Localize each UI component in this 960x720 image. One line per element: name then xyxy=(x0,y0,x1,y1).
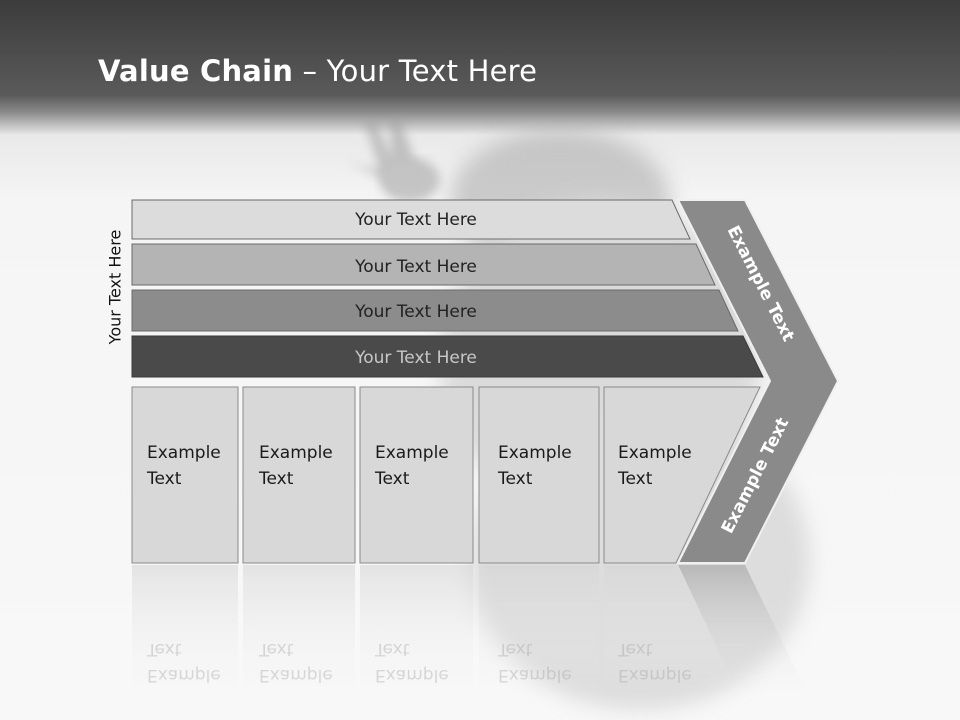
band-3-label: Your Text Here xyxy=(354,302,477,322)
band-1-label: Your Text Here xyxy=(354,210,477,230)
column-5-reflection-line1: Example xyxy=(618,665,692,685)
column-2-reflection-line2: Text xyxy=(259,639,294,659)
column-5-reflection: Example Text xyxy=(618,636,692,688)
band-3 xyxy=(131,289,739,332)
column-2-line2: Text xyxy=(259,469,294,489)
band-1 xyxy=(131,199,691,240)
column-1 xyxy=(131,386,239,564)
column-3-reflection-line2: Text xyxy=(375,639,410,659)
column-5-line1: Example xyxy=(618,443,692,463)
column-3-reflection-line1: Example xyxy=(375,665,449,685)
column-3-line1: Example xyxy=(375,443,449,463)
column-2-reflection-line1: Example xyxy=(259,665,333,685)
column-1-line2: Text xyxy=(147,469,182,489)
column-2 xyxy=(242,386,356,564)
title-bold: Value Chain xyxy=(98,54,294,88)
column-4 xyxy=(478,386,600,564)
column-4-reflection: Example Text xyxy=(498,636,572,688)
margin-arrow xyxy=(676,199,840,564)
band-2-label: Your Text Here xyxy=(354,257,477,277)
band-4 xyxy=(131,335,764,378)
column-5-reflection-line2: Text xyxy=(618,639,653,659)
column-1-line1: Example xyxy=(147,443,221,463)
column-2-line1: Example xyxy=(259,443,333,463)
band-4-label: Your Text Here xyxy=(354,348,477,368)
reflection xyxy=(132,565,808,695)
column-3 xyxy=(359,386,474,564)
column-5-line2: Text xyxy=(618,469,653,489)
column-1-reflection-line2: Text xyxy=(147,639,182,659)
column-1-reflection-line1: Example xyxy=(147,665,221,685)
title-rest: – Your Text Here xyxy=(293,54,538,88)
column-4-reflection-line2: Text xyxy=(498,639,533,659)
column-2-reflection: Example Text xyxy=(259,636,333,688)
page-title: Value Chain – Your Text Here xyxy=(98,54,537,88)
column-3-line2: Text xyxy=(375,469,410,489)
band-2 xyxy=(131,243,716,286)
column-4-reflection-line1: Example xyxy=(498,665,572,685)
column-4-line1: Example xyxy=(498,443,572,463)
column-1-reflection: Example Text xyxy=(147,636,221,688)
column-3-reflection: Example Text xyxy=(375,636,449,688)
column-4-line2: Text xyxy=(498,469,533,489)
column-5 xyxy=(603,386,761,564)
